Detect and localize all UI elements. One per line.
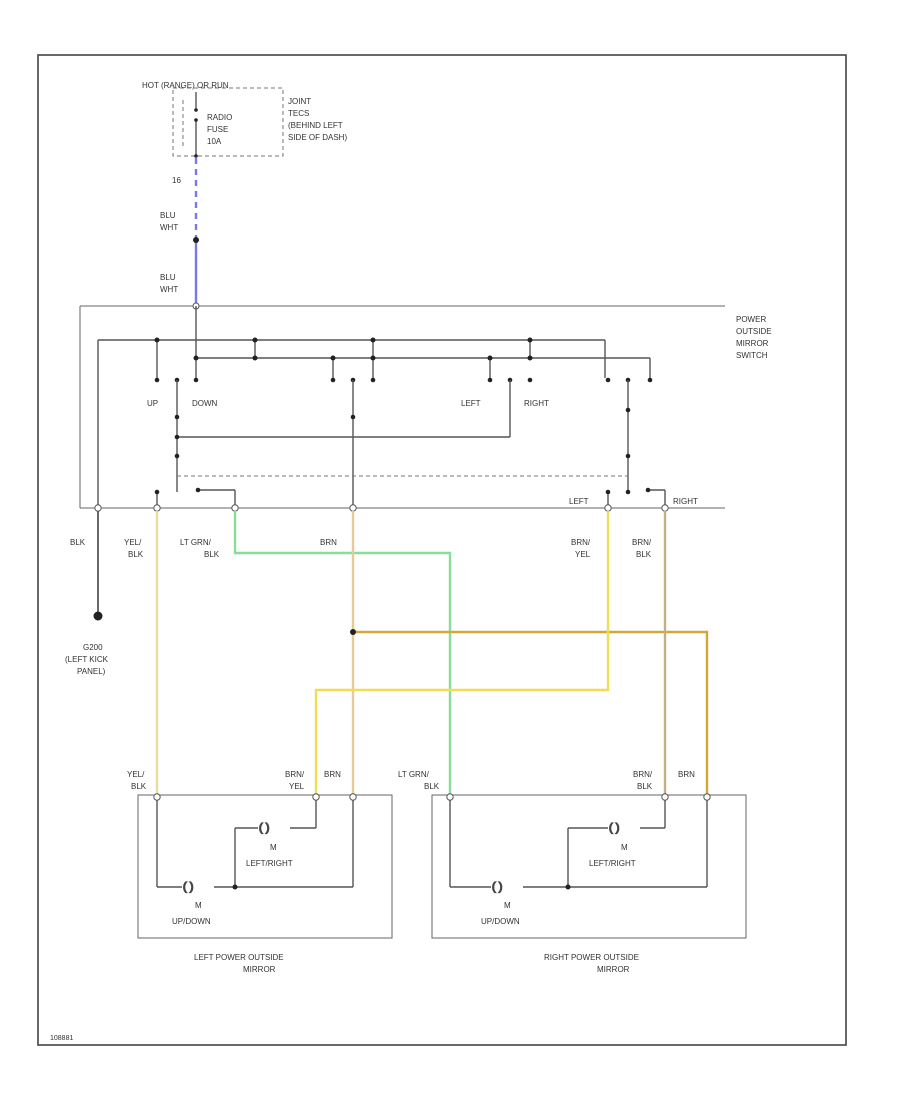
- harness-ltgrn-blk-a: LT GRN/: [180, 538, 212, 547]
- fuse-amps: 10A: [207, 137, 222, 146]
- harness-blk: BLK: [70, 538, 86, 547]
- fuse-block-label-1: JOINT: [288, 97, 311, 106]
- right-mirror-lr-motor-icon: ( ): [609, 822, 619, 834]
- wire-ltgrn-blk: [233, 511, 452, 795]
- harness-yel-blk-a: YEL/: [124, 538, 142, 547]
- fuse-block-label-2: TECS: [288, 109, 309, 118]
- fuse-name: RADIO: [207, 113, 232, 122]
- harness-brn-yel-a: BRN/: [571, 538, 591, 547]
- left-mirror-wire-brn: BRN: [324, 770, 341, 779]
- switch-up-label: UP: [147, 399, 158, 408]
- switch-title-1: POWER: [736, 315, 766, 324]
- left-mirror-wire-yel-a: YEL/: [127, 770, 145, 779]
- switch-title-2: OUTSIDE: [736, 327, 772, 336]
- fuse-block-outline: [172, 87, 284, 157]
- fuse-block-label-4: SIDE OF DASH): [288, 133, 347, 142]
- wire-label-blu-1: BLU: [160, 211, 176, 220]
- ground-label-3: PANEL): [77, 667, 106, 676]
- right-mirror-ud-motor-icon: ( ): [492, 881, 502, 893]
- right-mirror-title-1: RIGHT POWER OUTSIDE: [544, 953, 639, 962]
- fuse-hot-label: HOT (RANGE) OR RUN: [142, 81, 229, 90]
- power-outside-mirror-switch: UP DOWN LEFT RIGHT POWER OUTSIDE MIRROR …: [79, 302, 772, 509]
- switch-right-label: RIGHT: [524, 399, 549, 408]
- wire-brn-yel: [314, 511, 610, 795]
- left-mirror-ud-label: UP/DOWN: [172, 917, 211, 926]
- wire-brn-branch: [353, 630, 709, 795]
- ground-label-1: G200: [83, 643, 103, 652]
- harness-brn-blk-b: BLK: [636, 550, 652, 559]
- wire-label-wht-1: WHT: [160, 223, 178, 232]
- switch-left-label: LEFT: [461, 399, 481, 408]
- left-mirror-lr-m: M: [270, 843, 277, 852]
- right-mirror-ud-m: M: [504, 901, 511, 910]
- harness-brn-blk-a: BRN/: [632, 538, 652, 547]
- switch-down-label: DOWN: [192, 399, 218, 408]
- harness-yel-blk-b: BLK: [128, 550, 144, 559]
- ground-label-2: (LEFT KICK: [65, 655, 109, 664]
- right-mirror-title-2: MIRROR: [597, 965, 630, 974]
- left-mirror-wire-brnyel-a: BRN/: [285, 770, 305, 779]
- left-mirror-title-1: LEFT POWER OUTSIDE: [194, 953, 284, 962]
- diagram-frame: [37, 54, 847, 1046]
- switch-left-select: LEFT: [569, 497, 589, 506]
- right-mirror-wire-brnblk-b: BLK: [637, 782, 653, 791]
- left-mirror-lr-label: LEFT/RIGHT: [246, 859, 293, 868]
- wire-label-blu-2: BLU: [160, 273, 176, 282]
- ground-point: [93, 611, 103, 621]
- diagram-code: 108881: [50, 1035, 73, 1042]
- right-mirror-wire-ltgrn-a: LT GRN/: [398, 770, 430, 779]
- left-mirror-lr-motor-icon: ( ): [259, 822, 269, 834]
- left-mirror-ud-m: M: [195, 901, 202, 910]
- harness-brn: BRN: [320, 538, 337, 547]
- harness-ltgrn-blk-b: BLK: [204, 550, 220, 559]
- switch-right-select: RIGHT: [673, 497, 698, 506]
- left-mirror-ud-motor-icon: ( ): [183, 881, 193, 893]
- fuse-kind: FUSE: [207, 125, 228, 134]
- left-mirror-wire-yel-b: BLK: [131, 782, 147, 791]
- right-mirror-wire-brn: BRN: [678, 770, 695, 779]
- harness-brn-yel-b: YEL: [575, 550, 591, 559]
- right-mirror-wire-brnblk-a: BRN/: [633, 770, 653, 779]
- wire-number: 16: [172, 176, 181, 185]
- fuse-block-label-3: (BEHIND LEFT: [288, 121, 343, 130]
- right-mirror-wire-ltgrn-b: BLK: [424, 782, 440, 791]
- wire-label-wht-2: WHT: [160, 285, 178, 294]
- switch-title-4: SWITCH: [736, 351, 768, 360]
- right-mirror-lr-label: LEFT/RIGHT: [589, 859, 636, 868]
- left-power-outside-mirror: ( ) M LEFT/RIGHT ( ) M UP/DOWN YEL/ BLK …: [127, 770, 393, 939]
- switch-title-3: MIRROR: [736, 339, 769, 348]
- left-mirror-wire-brnyel-b: YEL: [289, 782, 305, 791]
- right-power-outside-mirror: ( ) M LEFT/RIGHT ( ) M UP/DOWN LT GRN/ B…: [398, 770, 747, 939]
- right-mirror-lr-m: M: [621, 843, 628, 852]
- left-mirror-title-2: MIRROR: [243, 965, 276, 974]
- right-mirror-ud-label: UP/DOWN: [481, 917, 520, 926]
